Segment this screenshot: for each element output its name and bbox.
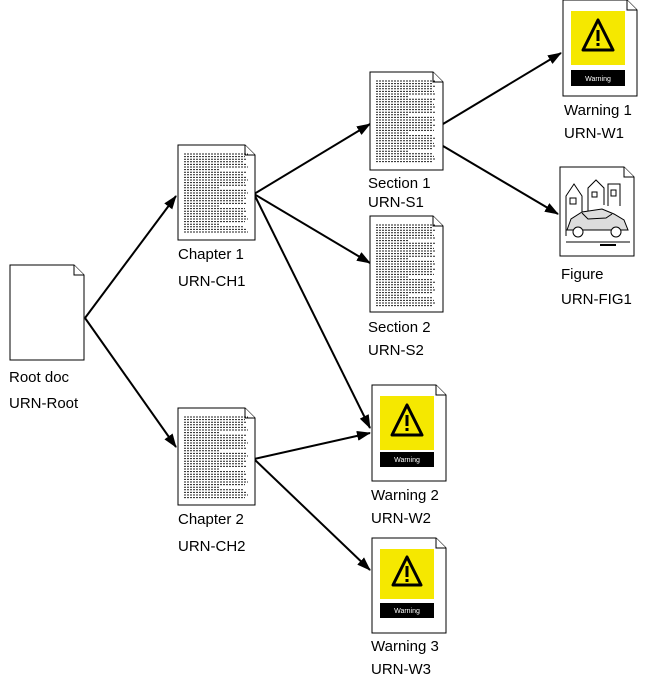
node-ch2: Chapter 2 URN-CH2	[177, 407, 256, 555]
warning-document-icon: Warning	[371, 537, 447, 634]
node-label: Figure	[561, 266, 604, 283]
warning-badge-text: Warning	[585, 76, 611, 83]
text-document-icon	[177, 407, 256, 506]
node-label: Chapter 1	[178, 246, 244, 263]
edge-ch2-to-w2	[253, 430, 371, 460]
edge-s1-to-fig1	[442, 145, 559, 215]
warning-document-icon: Warning	[562, 0, 638, 97]
car-sketch-image	[565, 179, 630, 246]
warning-triangle-icon	[390, 403, 424, 437]
warning-badge-text: Warning	[394, 457, 420, 464]
node-root: Root doc URN-Root	[9, 264, 85, 412]
edge-ch1-to-s2	[253, 193, 371, 264]
edge-s1-to-w1	[442, 52, 562, 125]
text-document-icon	[369, 71, 444, 171]
node-w1: Warning Warning 1 URN-W1	[562, 0, 638, 142]
node-label: Warning 1	[564, 102, 632, 119]
edge-ch2-to-w3	[253, 458, 371, 571]
warning-band	[571, 70, 625, 86]
node-urn: URN-CH1	[178, 273, 246, 290]
node-urn: URN-S2	[368, 342, 424, 359]
text-document-icon	[369, 215, 444, 313]
warning-band	[380, 452, 434, 467]
node-label: Section 2	[368, 319, 431, 336]
node-w3: Warning Warning 3 URN-W3	[371, 537, 447, 678]
node-fig1: Figure URN-FIG1	[559, 166, 635, 308]
node-urn: URN-S1	[368, 194, 424, 211]
figure-document-icon	[559, 166, 635, 257]
edge-root-to-ch1	[84, 195, 177, 319]
edge-root-to-ch2	[84, 317, 177, 448]
node-urn: URN-Root	[9, 395, 79, 412]
node-s1: Section 1 URN-S1	[368, 71, 444, 211]
node-s2: Section 2 URN-S2	[368, 215, 444, 359]
node-label: Root doc	[9, 369, 70, 386]
node-ch1: Chapter 1 URN-CH1	[177, 144, 256, 290]
node-label: Section 1	[368, 175, 431, 192]
edge-layer	[84, 52, 562, 571]
node-urn: URN-CH2	[178, 538, 246, 555]
node-urn: URN-W2	[371, 510, 431, 527]
node-w2: Warning Warning 2 URN-W2	[371, 384, 447, 527]
blank-document-icon	[9, 264, 85, 361]
node-urn: URN-W3	[371, 661, 431, 678]
node-urn: URN-W1	[564, 125, 624, 142]
warning-triangle-icon	[391, 555, 423, 587]
node-label: Chapter 2	[178, 511, 244, 528]
warning-triangle-icon	[581, 18, 615, 52]
node-label: Warning 3	[371, 638, 439, 655]
warning-document-icon: Warning	[371, 384, 447, 482]
text-document-icon	[177, 144, 256, 241]
warning-badge-text: Warning	[394, 608, 420, 615]
node-urn: URN-FIG1	[561, 291, 632, 308]
warning-band	[380, 603, 434, 618]
node-label: Warning 2	[371, 487, 439, 504]
edge-ch1-to-s1	[253, 123, 371, 195]
edge-ch1-to-w2	[253, 193, 371, 429]
